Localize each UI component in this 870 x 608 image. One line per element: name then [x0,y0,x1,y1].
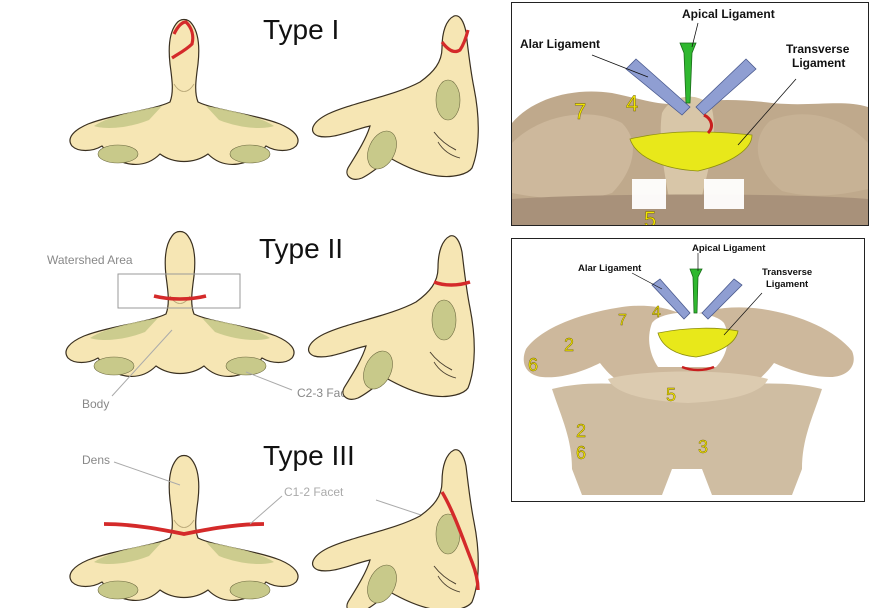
bone-number: 6 [528,355,538,375]
ligament-photo-top: Apical Ligament Alar Ligament Transverse… [511,2,869,226]
alar-ligament-left [625,58,691,116]
type-1-side-view [311,15,479,180]
dens-pointer [113,461,181,486]
apical-ligament-label-bottom: Apical Ligament [692,243,766,254]
type-2-front-view [65,230,295,377]
c1-2-facet-pointer-1 [249,495,283,525]
bone-number: 5 [644,207,656,225]
watershed-area-box [117,273,241,309]
body-label: Body [82,397,110,411]
odontoid-illustrations [65,15,480,608]
c1-2-facet-label: C1-2 Facet [284,485,344,499]
alar-ligament-label-bottom: Alar Ligament [578,263,642,274]
c1-2-facet-pointer-2 [375,499,425,517]
dens-label: Dens [82,453,111,467]
bone-number: 6 [576,443,586,463]
alar-ligament-label-top: Alar Ligament [520,37,600,51]
watershed-area-label: Watershed Area [47,253,133,267]
bone-number: 4 [626,91,638,116]
transverse-label-top-2: Ligament [792,56,845,70]
transverse-ligament [629,131,753,172]
bone-number: 7 [618,312,627,329]
apical-ligament-label-top: Apical Ligament [682,7,775,21]
type-3-title: Type III [263,440,355,471]
c2-3-facet-pointer-1 [245,371,293,391]
c2-3-facet-label: C2-3 Facet [297,386,357,400]
transverse-label-bottom-1: Transverse [762,267,812,278]
type-3-side-view [311,449,480,608]
bone-number: 2 [564,335,574,355]
alar-ligament-right [701,278,743,320]
apical-ligament [689,268,703,314]
type-3-front-view [69,454,299,601]
body-pointer [111,329,173,397]
apical-ligament [679,42,697,104]
bone-number: 2 [576,421,586,441]
transverse-ligament [657,327,739,358]
bone-number: 3 [698,437,708,457]
type-1-title: Type I [263,14,340,45]
type-1-front-view [69,18,299,165]
transverse-label-top-1: Transverse [786,42,850,56]
transverse-label-bottom-2: Ligament [766,279,809,290]
bone-number: 4 [652,304,661,321]
type-2-title: Type II [259,233,344,264]
bone-number: 5 [666,385,676,405]
ligament-photo-bottom: Apical Ligament Alar Ligament Transverse… [511,238,865,502]
type-2-side-view [307,235,475,400]
bone-number: 7 [574,99,586,124]
